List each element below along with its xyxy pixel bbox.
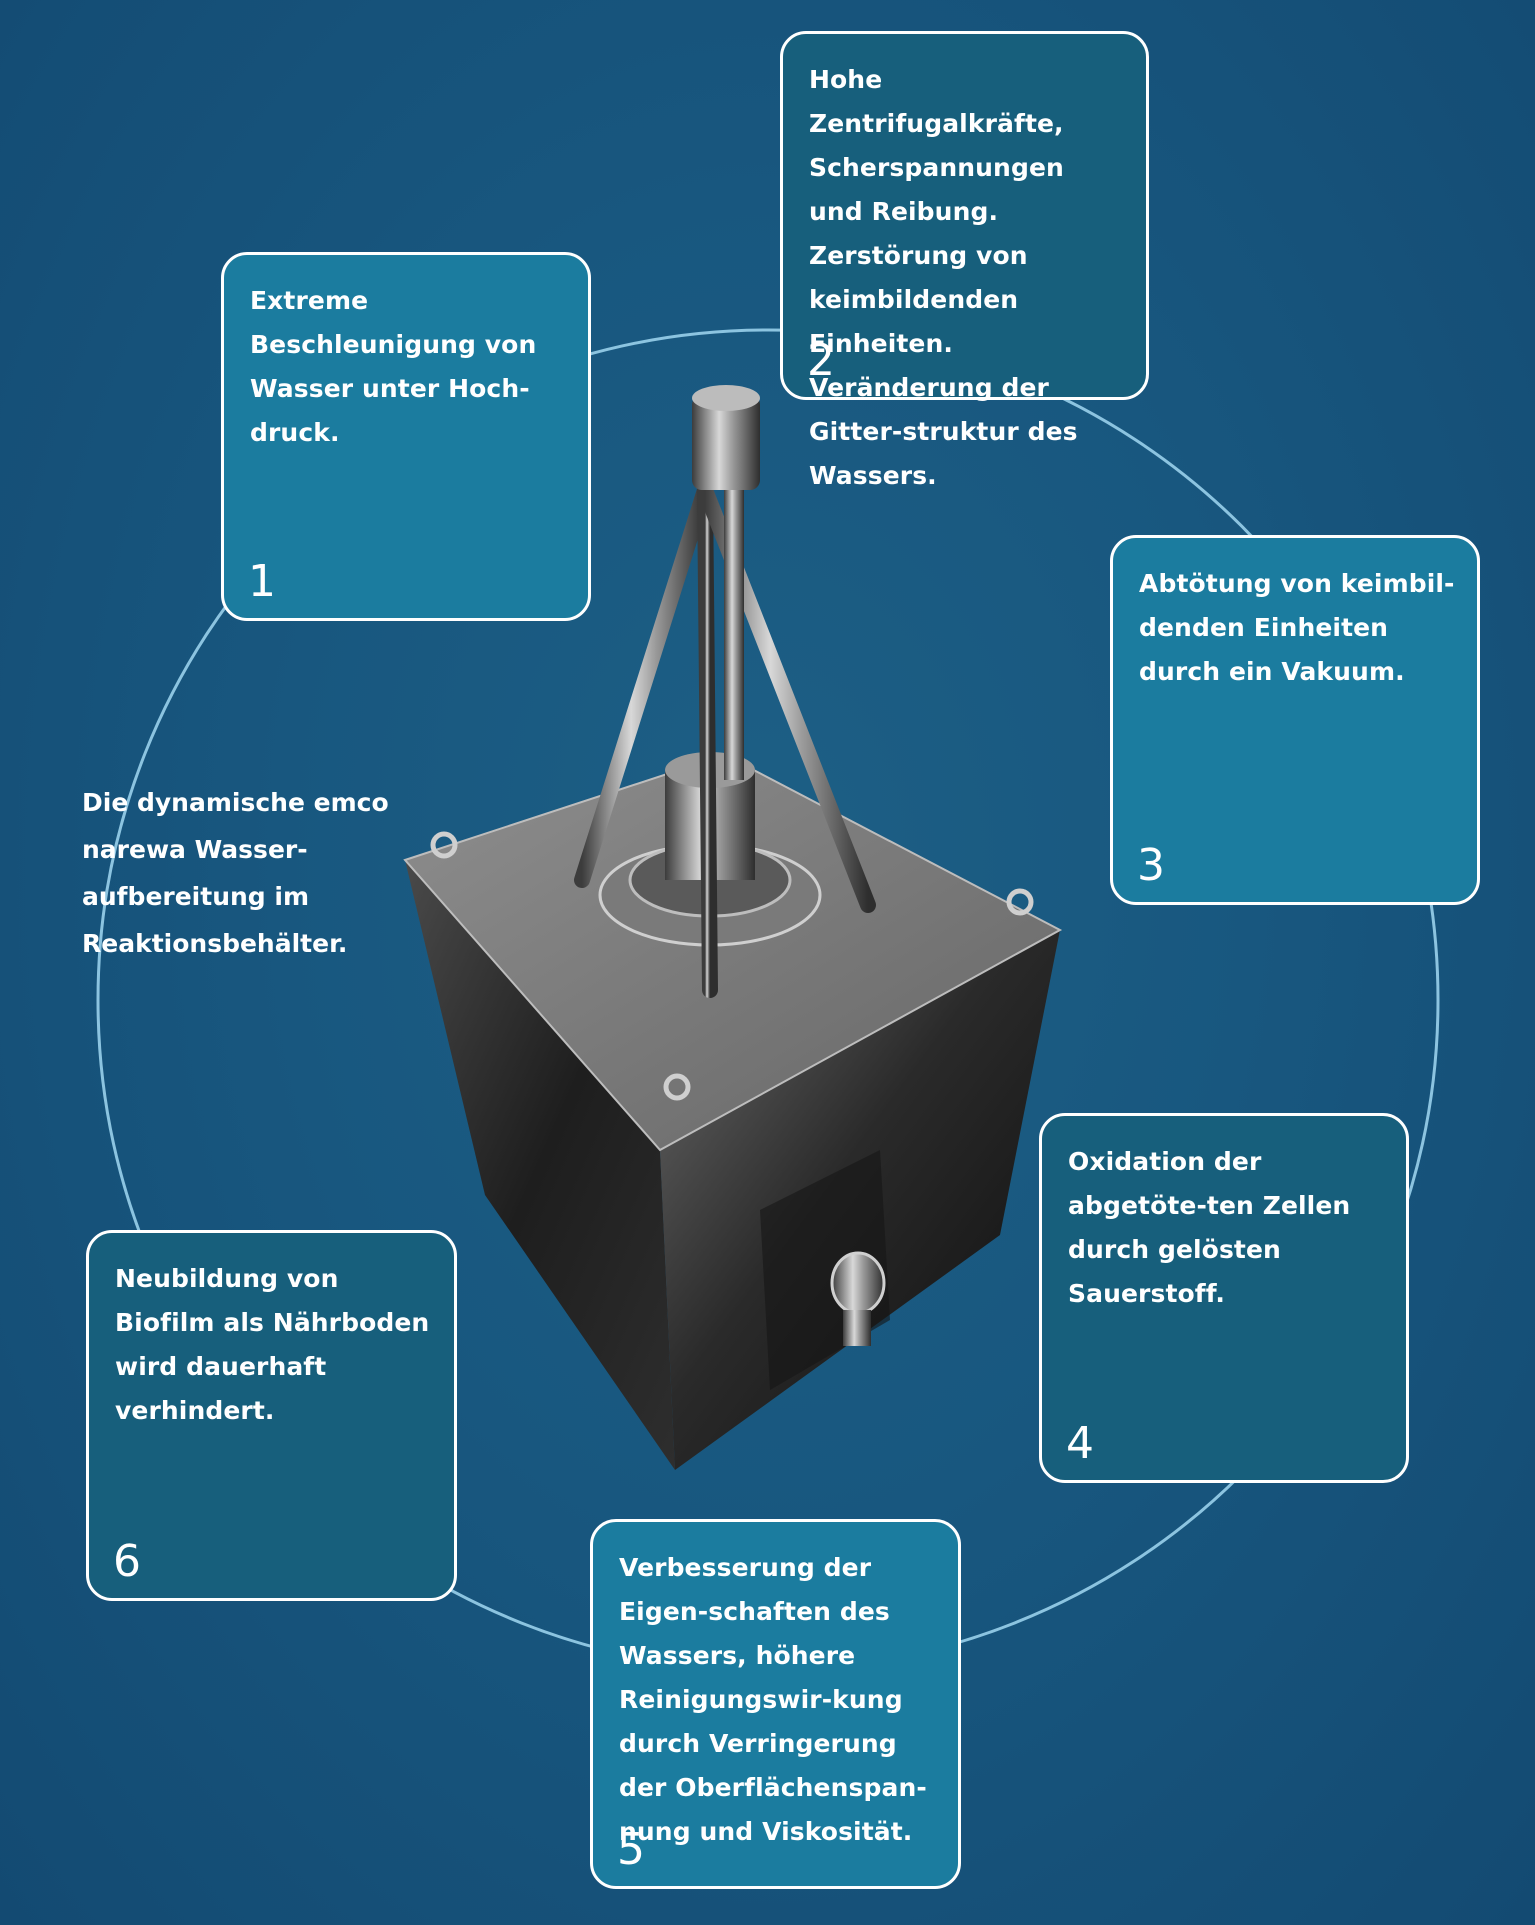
step-2-text: Hohe Zentrifugalkräfte, Scherspannungen … [809,65,1078,490]
step-box-1: Extreme Beschleunigung von Wasser unter … [221,252,591,621]
step-box-6: Neubildung von Biofilm als Nährboden wir… [86,1230,457,1601]
step-6-number: 6 [113,1536,141,1587]
intro-text: Die dynamische emco narewa Wasser-aufber… [82,788,389,958]
step-6-text: Neubildung von Biofilm als Nährboden wir… [115,1264,430,1425]
step-1-number: 1 [248,556,276,607]
step-box-4: Oxidation der abgetöte-ten Zellen durch … [1039,1113,1409,1483]
step-box-3: Abtötung von keimbil-denden Einheiten du… [1110,535,1480,905]
step-1-text: Extreme Beschleunigung von Wasser unter … [250,286,537,447]
step-5-number: 5 [617,1824,645,1875]
step-3-text: Abtötung von keimbil-denden Einheiten du… [1139,569,1455,686]
step-4-text: Oxidation der abgetöte-ten Zellen durch … [1068,1147,1351,1308]
step-2-number: 2 [807,335,835,386]
step-3-number: 3 [1137,840,1165,891]
step-4-number: 4 [1066,1418,1094,1469]
step-box-5: Verbesserung der Eigen-schaften des Wass… [590,1519,961,1889]
step-5-text: Verbesserung der Eigen-schaften des Wass… [619,1553,927,1846]
step-box-2: Hohe Zentrifugalkräfte, Scherspannungen … [780,31,1149,490]
